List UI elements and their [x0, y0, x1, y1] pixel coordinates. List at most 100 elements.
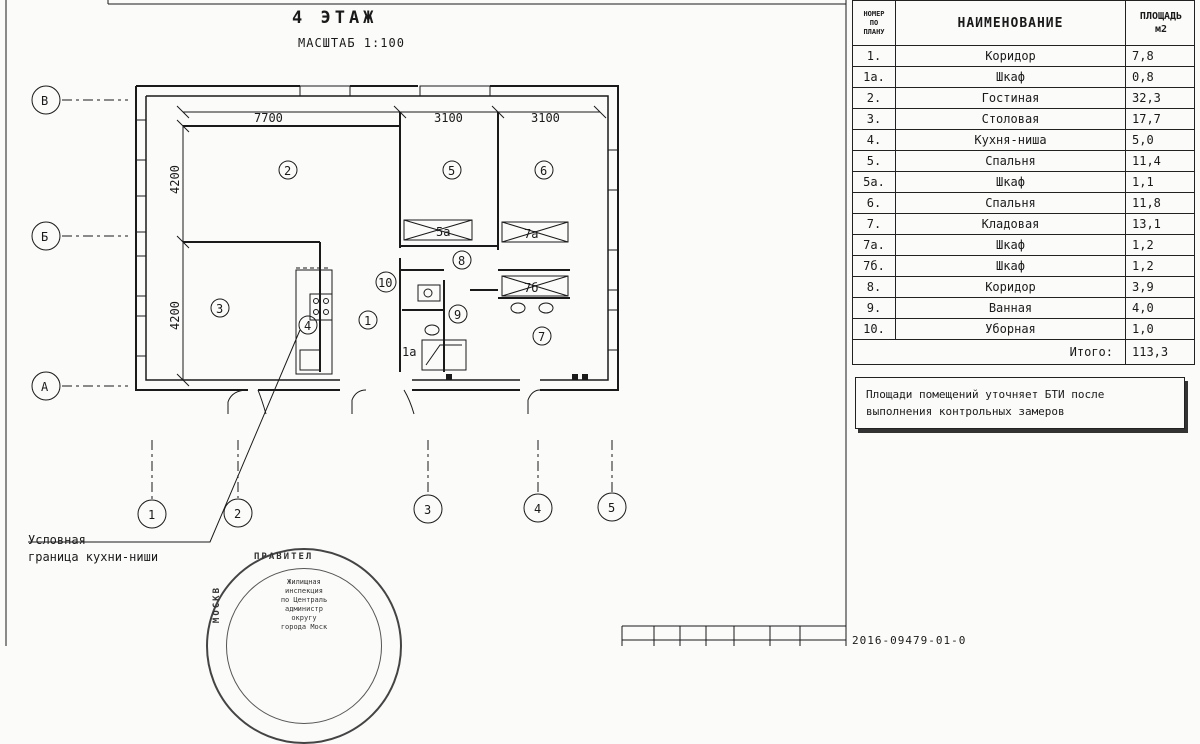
total-value: 113,3 — [1125, 339, 1195, 365]
room-area: 0,8 — [1125, 66, 1195, 88]
room-mark: 5а — [436, 225, 450, 239]
room-area: 32,3 — [1125, 87, 1195, 109]
room-name: Гостиная — [895, 87, 1126, 109]
axis-row-leaders — [31, 85, 128, 401]
floor-title: 4 ЭТАЖ — [292, 8, 378, 28]
axis-column-label: 5 — [608, 501, 615, 515]
room-area-table: НОМЕР ПО ПЛАНУ НАИМЕНОВАНИЕ ПЛОЩАДЬ м2 1… — [852, 0, 1195, 365]
room-area: 13,1 — [1125, 213, 1195, 235]
floor-plan-drawing: 7700 3100 3100 4200 4200 В Б А 1 2 3 4 5… — [5, 0, 847, 646]
room-number: 1а. — [852, 66, 896, 88]
room-mark: 3 — [216, 302, 223, 316]
room-mark: 2 — [284, 164, 291, 178]
header-name: НАИМЕНОВАНИЕ — [895, 0, 1126, 46]
seal-line: инспекция — [285, 587, 323, 595]
dimension-label: 3100 — [434, 111, 463, 125]
axis-column-leaders — [137, 440, 627, 529]
room-area: 17,7 — [1125, 108, 1195, 130]
dimension-label: 4200 — [168, 165, 182, 194]
sink — [299, 349, 321, 371]
room-name: Столовая — [895, 108, 1126, 130]
room-mark: 6 — [540, 164, 547, 178]
seal-line: города Моск — [280, 623, 328, 631]
axis-row-label: А — [41, 380, 49, 394]
room-name: Уборная — [895, 318, 1126, 340]
toilet — [417, 284, 441, 302]
header-text: НОМЕР — [863, 9, 885, 18]
entry-outline — [227, 389, 267, 415]
header-text: ПЛОЩАДЬ — [1139, 11, 1183, 22]
room-name: Шкаф — [895, 234, 1126, 256]
document-code: 2016-09479-01-0 — [852, 634, 967, 647]
closet-7b — [501, 275, 569, 297]
axis-column-label: 3 — [424, 503, 431, 517]
room-area: 1,2 — [1125, 234, 1195, 256]
room-name: Шкаф — [895, 66, 1126, 88]
room-name: Ванная — [895, 297, 1126, 319]
seal-arc-text: МОСКВ — [212, 586, 222, 624]
room-mark: 7а — [524, 227, 538, 241]
room-number: 2. — [852, 87, 896, 109]
axis-column-label: 4 — [534, 502, 541, 516]
official-seal: ПРАВИТЕЛ МОСКВ Жилищная инспекция по Цен… — [206, 548, 402, 744]
room-mark: 9 — [454, 308, 461, 322]
seal-line: округу — [291, 614, 317, 622]
header-text: ПО — [869, 18, 879, 27]
room-area: 4,0 — [1125, 297, 1195, 319]
room-name: Кладовая — [895, 213, 1126, 235]
room-area: 1,1 — [1125, 171, 1195, 193]
outer-wall — [135, 85, 619, 391]
room-number: 7а. — [852, 234, 896, 256]
seal-line: администр — [285, 605, 323, 613]
room-name: Коридор — [895, 45, 1126, 67]
room-mark: 5 — [448, 164, 455, 178]
room-number: 6. — [852, 192, 896, 214]
window-marks — [135, 85, 619, 357]
dimension-label: 3100 — [531, 111, 560, 125]
room-area: 5,0 — [1125, 129, 1195, 151]
axis-column-label: 1 — [148, 508, 155, 522]
table-total-row: Итого: 113,3 — [852, 339, 1195, 365]
room-mark: 10 — [378, 276, 392, 290]
room-mark-circles — [210, 160, 554, 346]
room-area: 11,8 — [1125, 192, 1195, 214]
room-mark: 4 — [304, 319, 311, 333]
room-number: 8. — [852, 276, 896, 298]
note-line: Условная — [28, 533, 86, 547]
washbasin — [424, 324, 440, 336]
axis-row-label: В — [41, 94, 48, 108]
seal-center-text: Жилищная инспекция по Централь администр… — [268, 578, 340, 650]
room-name: Кухня-ниша — [895, 129, 1126, 151]
room-mark: 8 — [458, 254, 465, 268]
room-name: Спальня — [895, 192, 1126, 214]
room-area: 1,0 — [1125, 318, 1195, 340]
basin-7 — [510, 302, 526, 314]
room-number: 4. — [852, 129, 896, 151]
scale-label: МАСШТАБ 1:100 — [298, 36, 405, 50]
dimension-lines — [176, 105, 607, 387]
seal-line: Жилищная — [287, 578, 321, 586]
room-number: 10. — [852, 318, 896, 340]
room-area: 1,2 — [1125, 255, 1195, 277]
room-number: 5. — [852, 150, 896, 172]
dimension-label: 7700 — [254, 111, 283, 125]
room-mark: 1 — [364, 314, 371, 328]
room-number: 1. — [852, 45, 896, 67]
closet-7a — [501, 221, 569, 243]
kitchen-boundary-note: Условная граница кухни-ниши — [28, 532, 158, 566]
interior-wall — [183, 112, 570, 372]
room-number: 5а. — [852, 171, 896, 193]
seal-line: по Централь — [280, 596, 328, 604]
room-area: 7,8 — [1125, 45, 1195, 67]
room-number: 9. — [852, 297, 896, 319]
room-mark: 7 — [538, 330, 545, 344]
bti-note: Площади помещений уточняет БТИ после вып… — [855, 377, 1185, 429]
